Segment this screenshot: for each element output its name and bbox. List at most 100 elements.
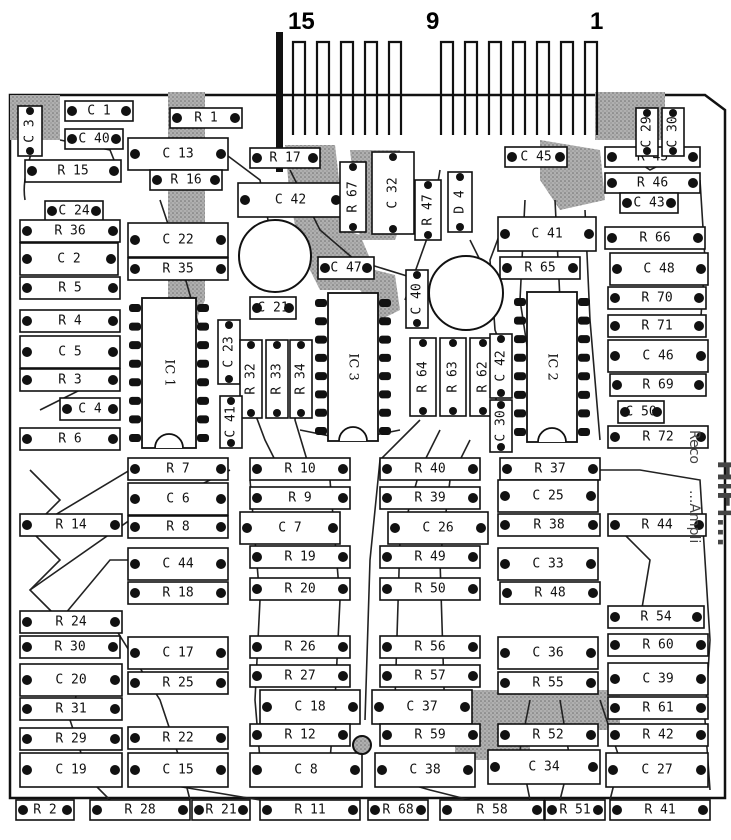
ic-ic2: IC 2 — [514, 291, 590, 443]
component-c22: C 22 — [127, 222, 229, 258]
component-label: C 21 — [257, 301, 288, 316]
component-r64: R 64 — [409, 337, 437, 417]
component-label: R 6 — [58, 432, 81, 447]
component-r7: R 7 — [127, 457, 229, 481]
ic-pin-pad — [514, 335, 526, 344]
component-outline — [609, 252, 709, 286]
solder-pad — [362, 263, 372, 273]
solder-pad — [500, 559, 510, 569]
component-outline — [339, 161, 367, 233]
ic-body — [526, 291, 578, 443]
solder-pad — [694, 321, 704, 331]
ic-pin-pad — [379, 372, 391, 381]
solder-pad — [108, 226, 118, 236]
component-c8: C 8 — [249, 752, 363, 788]
solder-pad — [449, 407, 457, 415]
solder-pad — [607, 152, 617, 162]
component-r65: R 65 — [499, 256, 581, 280]
solder-pad — [230, 113, 240, 123]
component-r14: R 14 — [19, 513, 123, 537]
solder-pad — [694, 293, 704, 303]
ic-pin-pad — [197, 359, 209, 368]
component-r35: R 35 — [127, 257, 229, 281]
component-label: R 24 — [55, 615, 86, 630]
component-c18: C 18 — [259, 689, 361, 725]
component-label: R 40 — [414, 462, 445, 477]
component-label: R 15 — [57, 164, 88, 179]
ic-notch — [537, 427, 567, 443]
solder-pad — [338, 642, 348, 652]
component-label: C 6 — [166, 492, 189, 507]
solder-pad — [500, 730, 510, 740]
component-outline — [439, 337, 467, 417]
component-outline — [607, 723, 709, 747]
component-label: R 69 — [642, 378, 673, 393]
component-label: C 41 — [531, 227, 562, 242]
component-label: R 42 — [642, 728, 673, 743]
component-r69: R 69 — [609, 373, 707, 397]
ic-pin-pad — [379, 353, 391, 362]
component-outline — [379, 545, 481, 569]
component-label: R 68 — [382, 803, 413, 818]
ic-label: IC 2 — [545, 353, 560, 381]
component-r37: R 37 — [499, 457, 601, 481]
component-r27: R 27 — [249, 664, 351, 688]
solder-pad — [374, 702, 384, 712]
component-c40: C 40 — [405, 269, 429, 329]
component-label: R 57 — [414, 669, 445, 684]
component-outline — [607, 696, 709, 720]
solder-pad — [108, 283, 118, 293]
solder-pad — [238, 805, 248, 815]
component-outline — [504, 146, 568, 168]
component-outline — [497, 636, 599, 670]
component-outline — [387, 511, 489, 545]
solder-pad — [22, 704, 32, 714]
solder-pad — [413, 319, 421, 327]
connector-pin-label-9: 9 — [426, 8, 440, 35]
solder-pad — [586, 559, 596, 569]
solder-pad — [22, 347, 32, 357]
ic-pin-pad — [129, 396, 141, 405]
component-r72: R 72 — [607, 425, 709, 449]
component-label: R 28 — [124, 803, 155, 818]
component-c39: C 39 — [607, 662, 709, 696]
solder-pad — [382, 552, 392, 562]
component-outline — [19, 663, 123, 697]
component-outline — [259, 689, 361, 725]
solder-pad — [382, 584, 392, 594]
component-outline — [19, 635, 121, 659]
component-outline — [19, 242, 119, 276]
solder-pad — [382, 642, 392, 652]
component-c40: C 40 — [64, 128, 124, 150]
ic-body — [327, 292, 379, 442]
solder-pad — [62, 805, 72, 815]
solder-pad — [692, 612, 702, 622]
component-r28: R 28 — [89, 799, 191, 821]
component-label: R 46 — [637, 176, 668, 191]
solder-pad — [91, 206, 101, 216]
component-label: C 30 — [666, 116, 681, 147]
component-label: R 55 — [532, 676, 563, 691]
component-label: R 25 — [162, 676, 193, 691]
solder-pad — [497, 335, 505, 343]
component-c38: C 38 — [374, 752, 476, 788]
component-outline — [127, 636, 229, 670]
component-label: R 4 — [58, 314, 82, 329]
component-r40: R 40 — [379, 457, 481, 481]
solder-pad — [468, 493, 478, 503]
component-label: R 44 — [641, 518, 672, 533]
solder-pad — [47, 206, 57, 216]
component-label: R 9 — [288, 491, 311, 506]
component-r1: R 1 — [169, 107, 243, 129]
solder-pad — [227, 397, 235, 405]
component-label: C 17 — [162, 646, 193, 661]
solder-pad — [468, 584, 478, 594]
component-outline — [619, 192, 679, 214]
component-c30: C 30 — [489, 399, 513, 453]
solder-pad — [476, 523, 486, 533]
component-r30: R 30 — [19, 635, 121, 659]
component-outline — [15, 799, 75, 821]
solder-pad — [694, 380, 704, 390]
component-outline — [149, 169, 223, 191]
solder-pad — [424, 181, 432, 189]
